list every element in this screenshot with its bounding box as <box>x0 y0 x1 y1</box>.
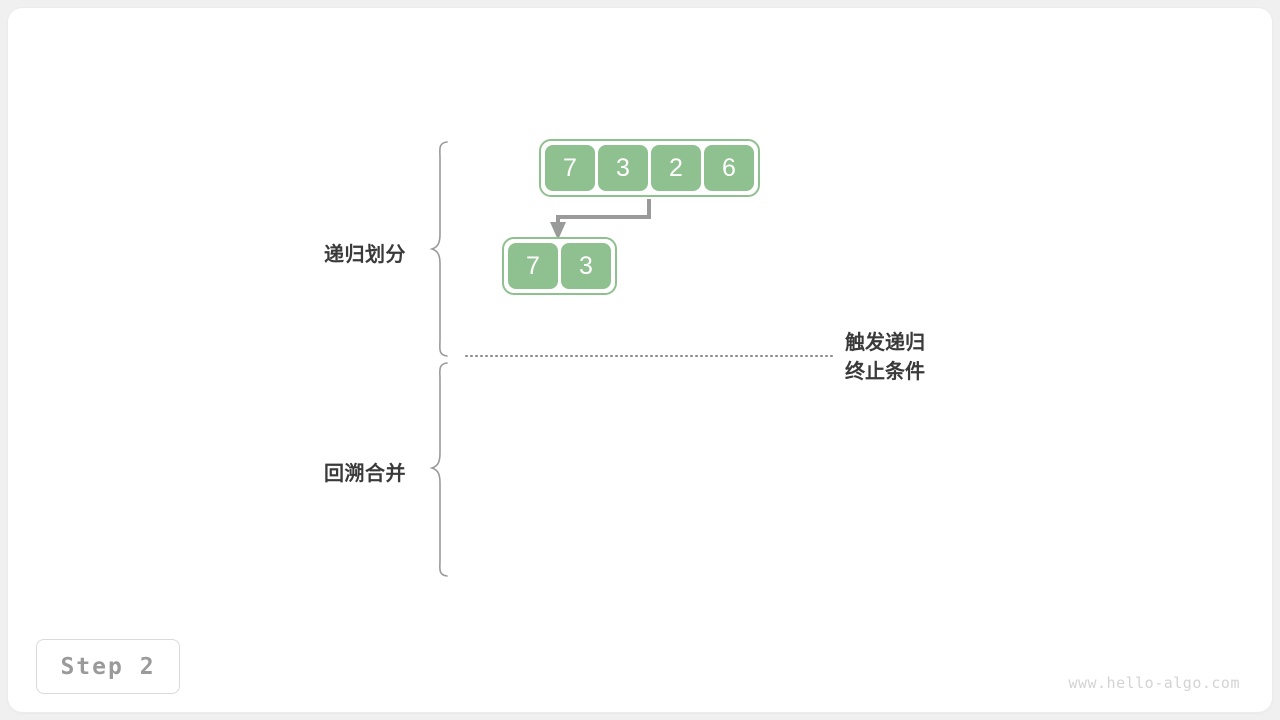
termination-condition-note: 触发递归 终止条件 <box>845 329 925 387</box>
array-cell: 7 <box>508 243 558 289</box>
recursion-arrow-head <box>550 222 566 240</box>
array-cell: 7 <box>545 145 595 191</box>
array-cell: 6 <box>704 145 754 191</box>
watermark: www.hello-algo.com <box>1068 674 1240 692</box>
brace-divide <box>429 141 448 357</box>
termination-note-line-1: 触发递归 <box>845 332 925 354</box>
step-badge: Step 2 <box>36 639 180 694</box>
phase-label-merge: 回溯合并 <box>324 463 406 485</box>
phase-label-divide: 递归划分 <box>324 244 406 266</box>
array-cell: 2 <box>651 145 701 191</box>
root-array: 7 3 2 6 <box>539 139 760 197</box>
brace-merge <box>429 362 448 577</box>
array-cell: 3 <box>598 145 648 191</box>
array-cell: 3 <box>561 243 611 289</box>
recursion-arrow <box>556 199 651 228</box>
termination-note-line-2: 终止条件 <box>845 361 925 383</box>
diagram-card <box>8 8 1272 712</box>
left-sub-array: 7 3 <box>502 237 617 295</box>
